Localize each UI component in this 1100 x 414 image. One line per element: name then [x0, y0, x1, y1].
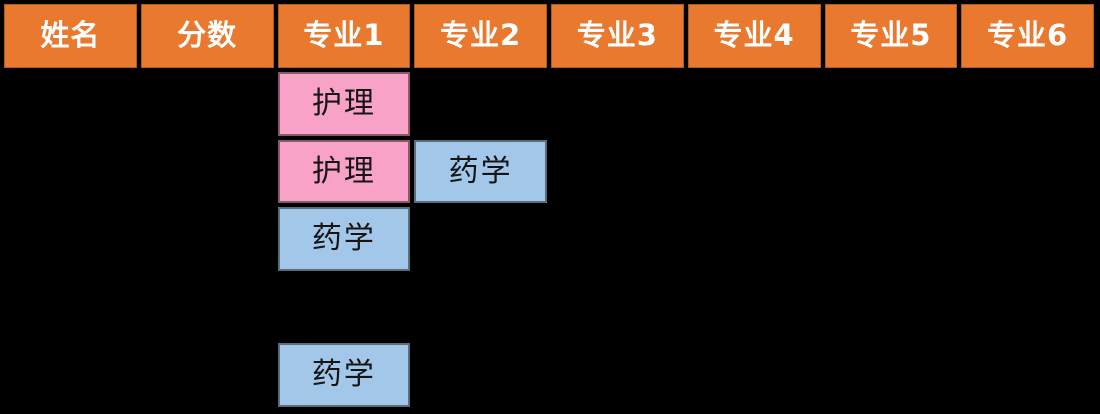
header-cell-major-6: 专业6	[961, 4, 1094, 68]
header-cell-major-5: 专业5	[824, 4, 958, 68]
header-cell-name: 姓名	[4, 4, 137, 68]
body-cell-row5-major1-pharmacy: 药学	[277, 343, 411, 407]
header-cell-major-3: 专业3	[551, 4, 684, 68]
body-cell-row3-major1-pharmacy: 药学	[277, 207, 411, 272]
body-cell-row1-major1-nursing: 护理	[277, 71, 411, 136]
header-cell-score: 分数	[140, 4, 274, 68]
header-cell-major-2: 专业2	[414, 4, 547, 68]
header-cell-major-4: 专业4	[687, 4, 821, 68]
body-cell-row2-major1-nursing: 护理	[277, 139, 411, 204]
header-cell-major-1: 专业1	[277, 4, 411, 68]
body-cell-row2-major2-pharmacy: 药学	[414, 139, 547, 204]
